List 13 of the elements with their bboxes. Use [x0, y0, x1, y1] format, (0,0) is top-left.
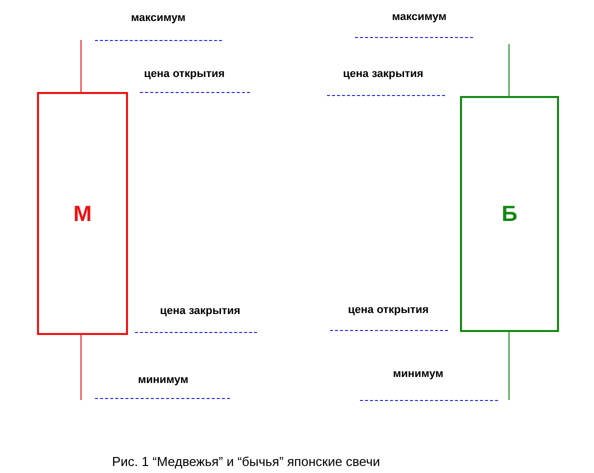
candle-body: [460, 96, 559, 332]
price-label: цена закрытия: [343, 68, 424, 80]
candle-letter: Б: [502, 201, 518, 227]
price-label: цена закрытия: [160, 305, 240, 317]
price-label: минимум: [393, 368, 444, 380]
price-label: максимум: [131, 12, 186, 24]
candle-body: [37, 92, 128, 335]
price-label: цена открытия: [144, 68, 225, 80]
price-label: минимум: [138, 374, 188, 386]
figure-caption: Рис. 1 “Медвежья” и “бычья” японские свечи: [112, 454, 380, 469]
price-label: максимум: [392, 11, 446, 23]
candle-letter: М: [73, 200, 92, 226]
price-label: цена открытия: [348, 304, 429, 316]
